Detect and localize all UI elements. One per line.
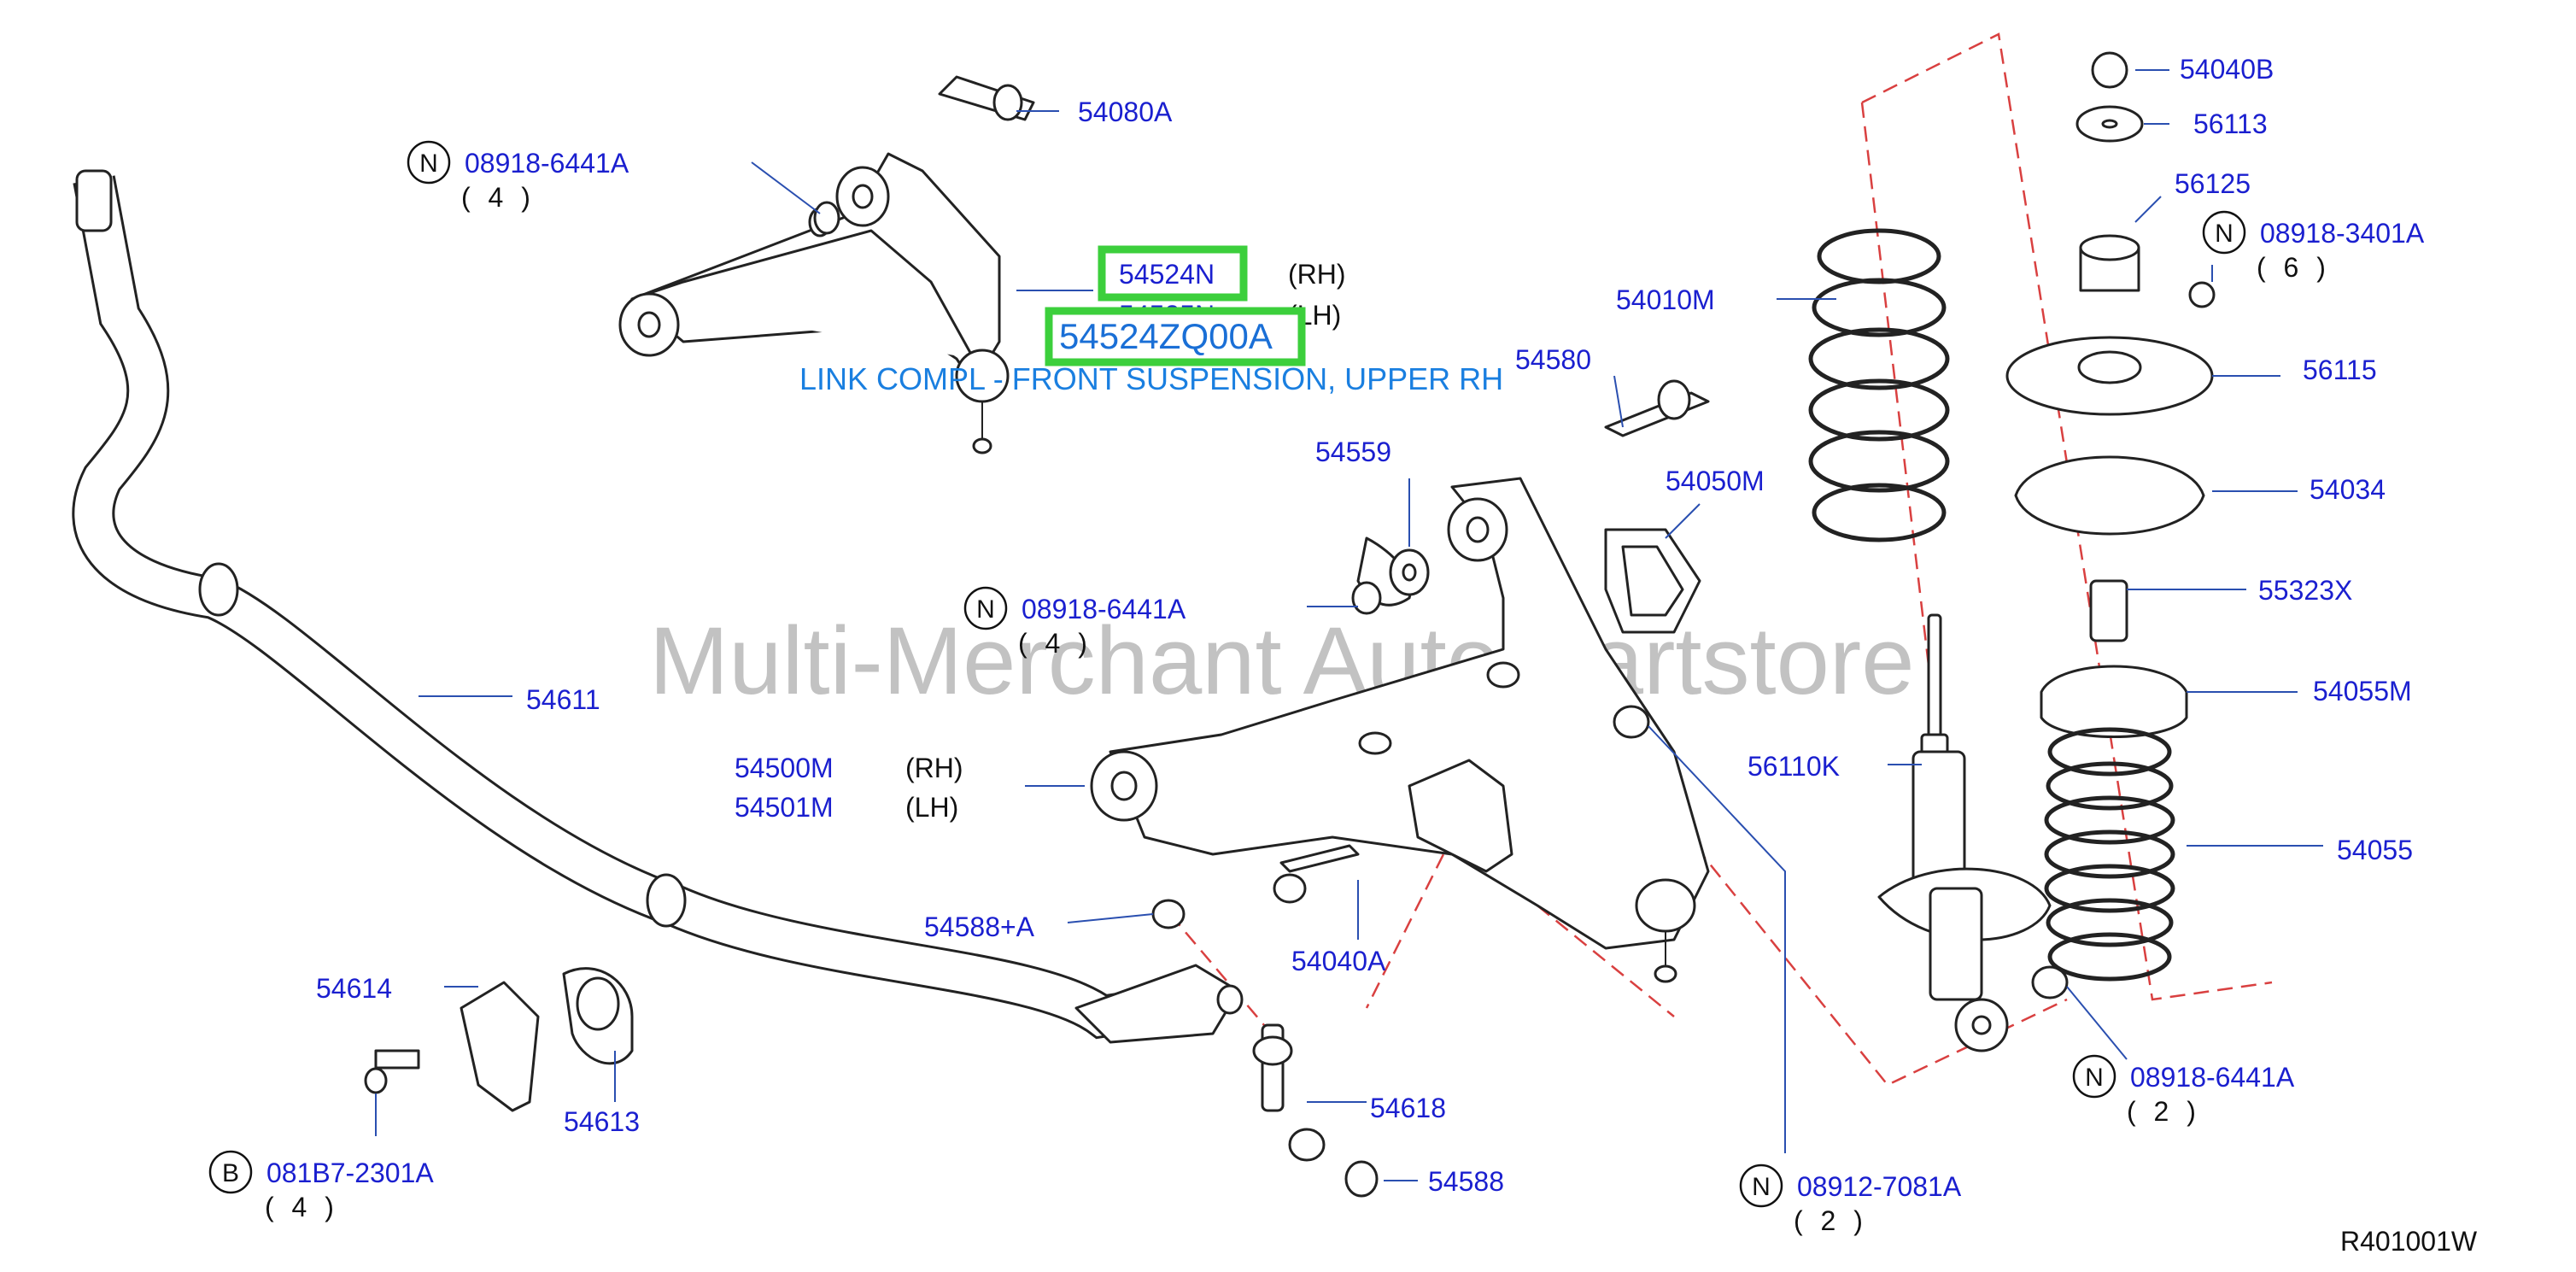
- label-54580[interactable]: 54580: [1515, 344, 1591, 375]
- label-rh-upper: (RH): [1288, 259, 1346, 290]
- b-badge: [208, 1150, 253, 1194]
- diagram-code: R401001W: [2340, 1226, 2478, 1257]
- assembly-dashed-lines: [1169, 32, 2273, 1087]
- label-56125[interactable]: 56125: [2175, 168, 2251, 199]
- n-badge-top: [407, 140, 451, 185]
- upper-link-drawing: [618, 75, 1035, 454]
- n-badge-letter: N: [2215, 220, 2234, 248]
- stabilizer-link-drawing: [1074, 964, 1379, 1198]
- label-54055M[interactable]: 54055M: [2313, 676, 2412, 706]
- label-08918-6441A-bot[interactable]: 08918-6441A: [2130, 1062, 2295, 1093]
- label-54040A[interactable]: 54040A: [1291, 946, 1386, 976]
- label-54500M[interactable]: 54500M: [735, 753, 834, 783]
- lower-arm-hardware: [1151, 379, 1710, 929]
- label-54501M[interactable]: 54501M: [735, 792, 834, 823]
- n-badge-letter: N: [2085, 1064, 2104, 1092]
- label-54010M[interactable]: 54010M: [1616, 284, 1715, 315]
- label-54055[interactable]: 54055: [2337, 835, 2413, 865]
- label-54611[interactable]: 54611: [526, 684, 600, 715]
- label-56110K[interactable]: 56110K: [1748, 751, 1840, 782]
- highlight-54524N[interactable]: [1098, 245, 1248, 302]
- selected-part-description: LINK COMPL - FRONT SUSPENSION, UPPER RH: [799, 361, 1503, 396]
- label-54034[interactable]: 54034: [2310, 474, 2386, 505]
- callout-labels: 54080A N 08918-6441A ( 4 ) 54524N (RH) 5…: [208, 54, 2478, 1257]
- bushing-clamp-drawing: [364, 967, 634, 1112]
- label-54588[interactable]: 54588: [1428, 1166, 1504, 1197]
- label-08912-7081A[interactable]: 08912-7081A: [1797, 1171, 1962, 1202]
- coil-spring-drawing: [1808, 228, 1950, 542]
- label-08918-6441A-mid[interactable]: 08918-6441A: [1022, 594, 1186, 624]
- label-55323X[interactable]: 55323X: [2258, 575, 2352, 606]
- label-54559[interactable]: 54559: [1315, 437, 1391, 467]
- strut-mount-drawing: [2005, 51, 2216, 982]
- selected-part-number[interactable]: 54524ZQ00A: [1059, 316, 1273, 356]
- label-081B7-2301A[interactable]: 081B7-2301A: [266, 1158, 434, 1188]
- label-54040B[interactable]: 54040B: [2180, 54, 2274, 85]
- label-54524N[interactable]: 54524N: [1119, 259, 1215, 290]
- n-badge-bot: [2072, 1054, 2116, 1099]
- label-rh-lower: (RH): [905, 753, 963, 783]
- label-54050M[interactable]: 54050M: [1666, 466, 1765, 496]
- n-badge-3401: [2202, 210, 2246, 255]
- n-badge-mid: [963, 586, 1008, 630]
- label-54613[interactable]: 54613: [564, 1106, 640, 1137]
- shock-absorber-drawing: [1877, 613, 2069, 1052]
- watermark: Multi-Merchant Auto Partstore: [649, 607, 1914, 714]
- n-badge-08912: [1739, 1164, 1783, 1208]
- stabilizer-bar-drawing: [72, 169, 1216, 1040]
- label-54588-plus-A[interactable]: 54588+A: [924, 912, 1035, 942]
- n-badge-letter: N: [419, 149, 438, 178]
- qty-6: ( 6 ): [2257, 252, 2331, 283]
- label-08918-3401A[interactable]: 08918-3401A: [2260, 218, 2425, 249]
- qty-bot: ( 4 ): [265, 1192, 339, 1222]
- qty-mid: ( 4 ): [1018, 628, 1092, 659]
- leader-lines: [375, 69, 2323, 1181]
- qty-08912: ( 2 ): [1794, 1205, 1868, 1236]
- label-54080A[interactable]: 54080A: [1078, 97, 1173, 127]
- n-badge-letter: N: [1752, 1173, 1771, 1201]
- qty-top: ( 4 ): [461, 182, 536, 213]
- highlight-selected-part[interactable]: [1045, 307, 1306, 366]
- label-54614[interactable]: 54614: [316, 973, 392, 1004]
- label-56113[interactable]: 56113: [2193, 108, 2268, 139]
- label-lh-lower: (LH): [905, 792, 958, 823]
- label-56115[interactable]: 56115: [2303, 355, 2377, 385]
- qty-bot-right: ( 2 ): [2127, 1096, 2201, 1127]
- b-badge-letter: B: [222, 1159, 239, 1187]
- n-badge-letter: N: [976, 595, 995, 624]
- label-08918-6441A-top[interactable]: 08918-6441A: [465, 148, 629, 179]
- label-54618[interactable]: 54618: [1370, 1093, 1446, 1123]
